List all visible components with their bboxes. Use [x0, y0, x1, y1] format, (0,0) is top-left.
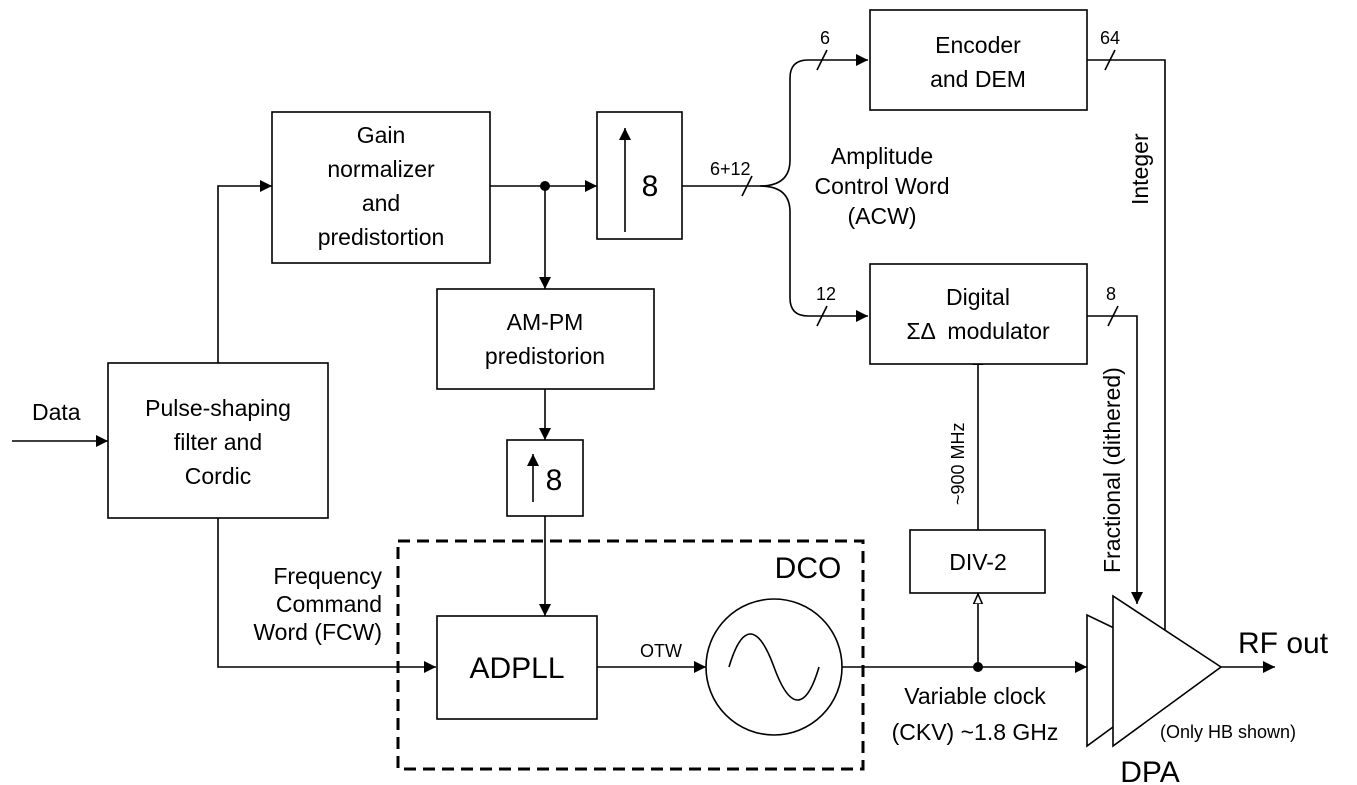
wires — [12, 49, 1275, 673]
rf-out-label: RF out — [1238, 627, 1329, 660]
dco-label: DCO — [775, 552, 842, 585]
otw-label: OTW — [640, 641, 682, 661]
gain-normalizer-block: Gain normalizer and predistortion — [271, 111, 491, 264]
pulse-line-1: Pulse-shaping — [145, 395, 291, 421]
pulse-line-2: filter and — [174, 429, 262, 455]
dco-block: DCO — [705, 552, 843, 736]
encoder-line-2: and DEM — [930, 66, 1026, 92]
dpa-block: DPA — [1086, 594, 1223, 785]
sigma-line-2: ΣΔ modulator — [906, 318, 1050, 344]
dpa-triangle-front — [1112, 594, 1223, 748]
bus-width-64: 64 — [1100, 28, 1120, 48]
ampm-line-2: predistorion — [485, 343, 605, 369]
div2-label: DIV-2 — [949, 549, 1007, 575]
upsampler-top-block: 8 — [596, 111, 683, 240]
fractional-wire — [1087, 315, 1143, 604]
pulse-shaping-block: Pulse-shaping filter and Cordic — [107, 362, 329, 519]
bus-slash-main — [741, 175, 753, 197]
acw-split-brace — [759, 54, 868, 187]
upsampler-bottom-block: 8 — [506, 439, 584, 517]
bus-slash-12 — [816, 305, 828, 327]
sigma-line-1: Digital — [946, 284, 1010, 310]
fcw-label-3: Word (FCW) — [253, 619, 382, 645]
ckv-label-1: Variable clock — [904, 683, 1046, 709]
acw-label-3: (ACW) — [848, 203, 917, 229]
acw-label-1: Amplitude — [831, 143, 933, 169]
adpll-label: ADPLL — [469, 652, 564, 685]
bus-slash-64 — [1104, 49, 1116, 71]
ckv-label-2: (CKV) ~1.8 GHz — [892, 719, 1059, 745]
gain-line-3: and — [362, 190, 400, 216]
sigma-delta-block: Digital ΣΔ modulator — [869, 263, 1088, 365]
fcw-wire — [217, 518, 436, 673]
only-hb-label: (Only HB shown) — [1160, 722, 1296, 742]
adpll-region-dashed — [396, 539, 865, 771]
encoder-dem-block: Encoder and DEM — [869, 9, 1088, 111]
pulse-line-3: Cordic — [185, 463, 251, 489]
div2-block: DIV-2 — [909, 529, 1046, 594]
fcw-label-1: Frequency — [273, 563, 382, 589]
fcw-label-2: Command — [276, 591, 382, 617]
pulse-to-gain-wire — [217, 180, 272, 363]
bus-width-6: 6 — [820, 28, 830, 48]
acw-split-brace-lower — [759, 185, 868, 322]
data-input-label: Data — [32, 399, 81, 425]
dpa-label: DPA — [1120, 756, 1179, 785]
gain-line-4: predistortion — [318, 224, 445, 250]
upsample-factor-bottom: 8 — [546, 464, 563, 497]
bus-width-main: 6+12 — [710, 159, 751, 179]
bus-slash-6 — [816, 49, 828, 71]
fractional-label: Fractional (dithered) — [1099, 367, 1125, 573]
integer-wire — [1087, 59, 1171, 672]
ampm-line-1: AM-PM — [507, 309, 584, 335]
gain-line-2: normalizer — [327, 156, 435, 182]
bus-width-12: 12 — [816, 284, 836, 304]
adpll-block: ADPLL — [436, 615, 598, 720]
upsample-factor-top: 8 — [642, 170, 659, 203]
ampm-block: AM-PM predistorion — [436, 288, 655, 390]
acw-label-2: Control Word — [814, 173, 949, 199]
gain-line-1: Gain — [357, 122, 406, 148]
bus-width-8: 8 — [1106, 284, 1116, 304]
bus-slash-8 — [1107, 305, 1119, 327]
freq-900-label: ~900 MHz — [948, 422, 968, 505]
encoder-line-1: Encoder — [935, 32, 1021, 58]
integer-label: Integer — [1127, 133, 1153, 205]
sine-wave-icon — [728, 633, 820, 701]
